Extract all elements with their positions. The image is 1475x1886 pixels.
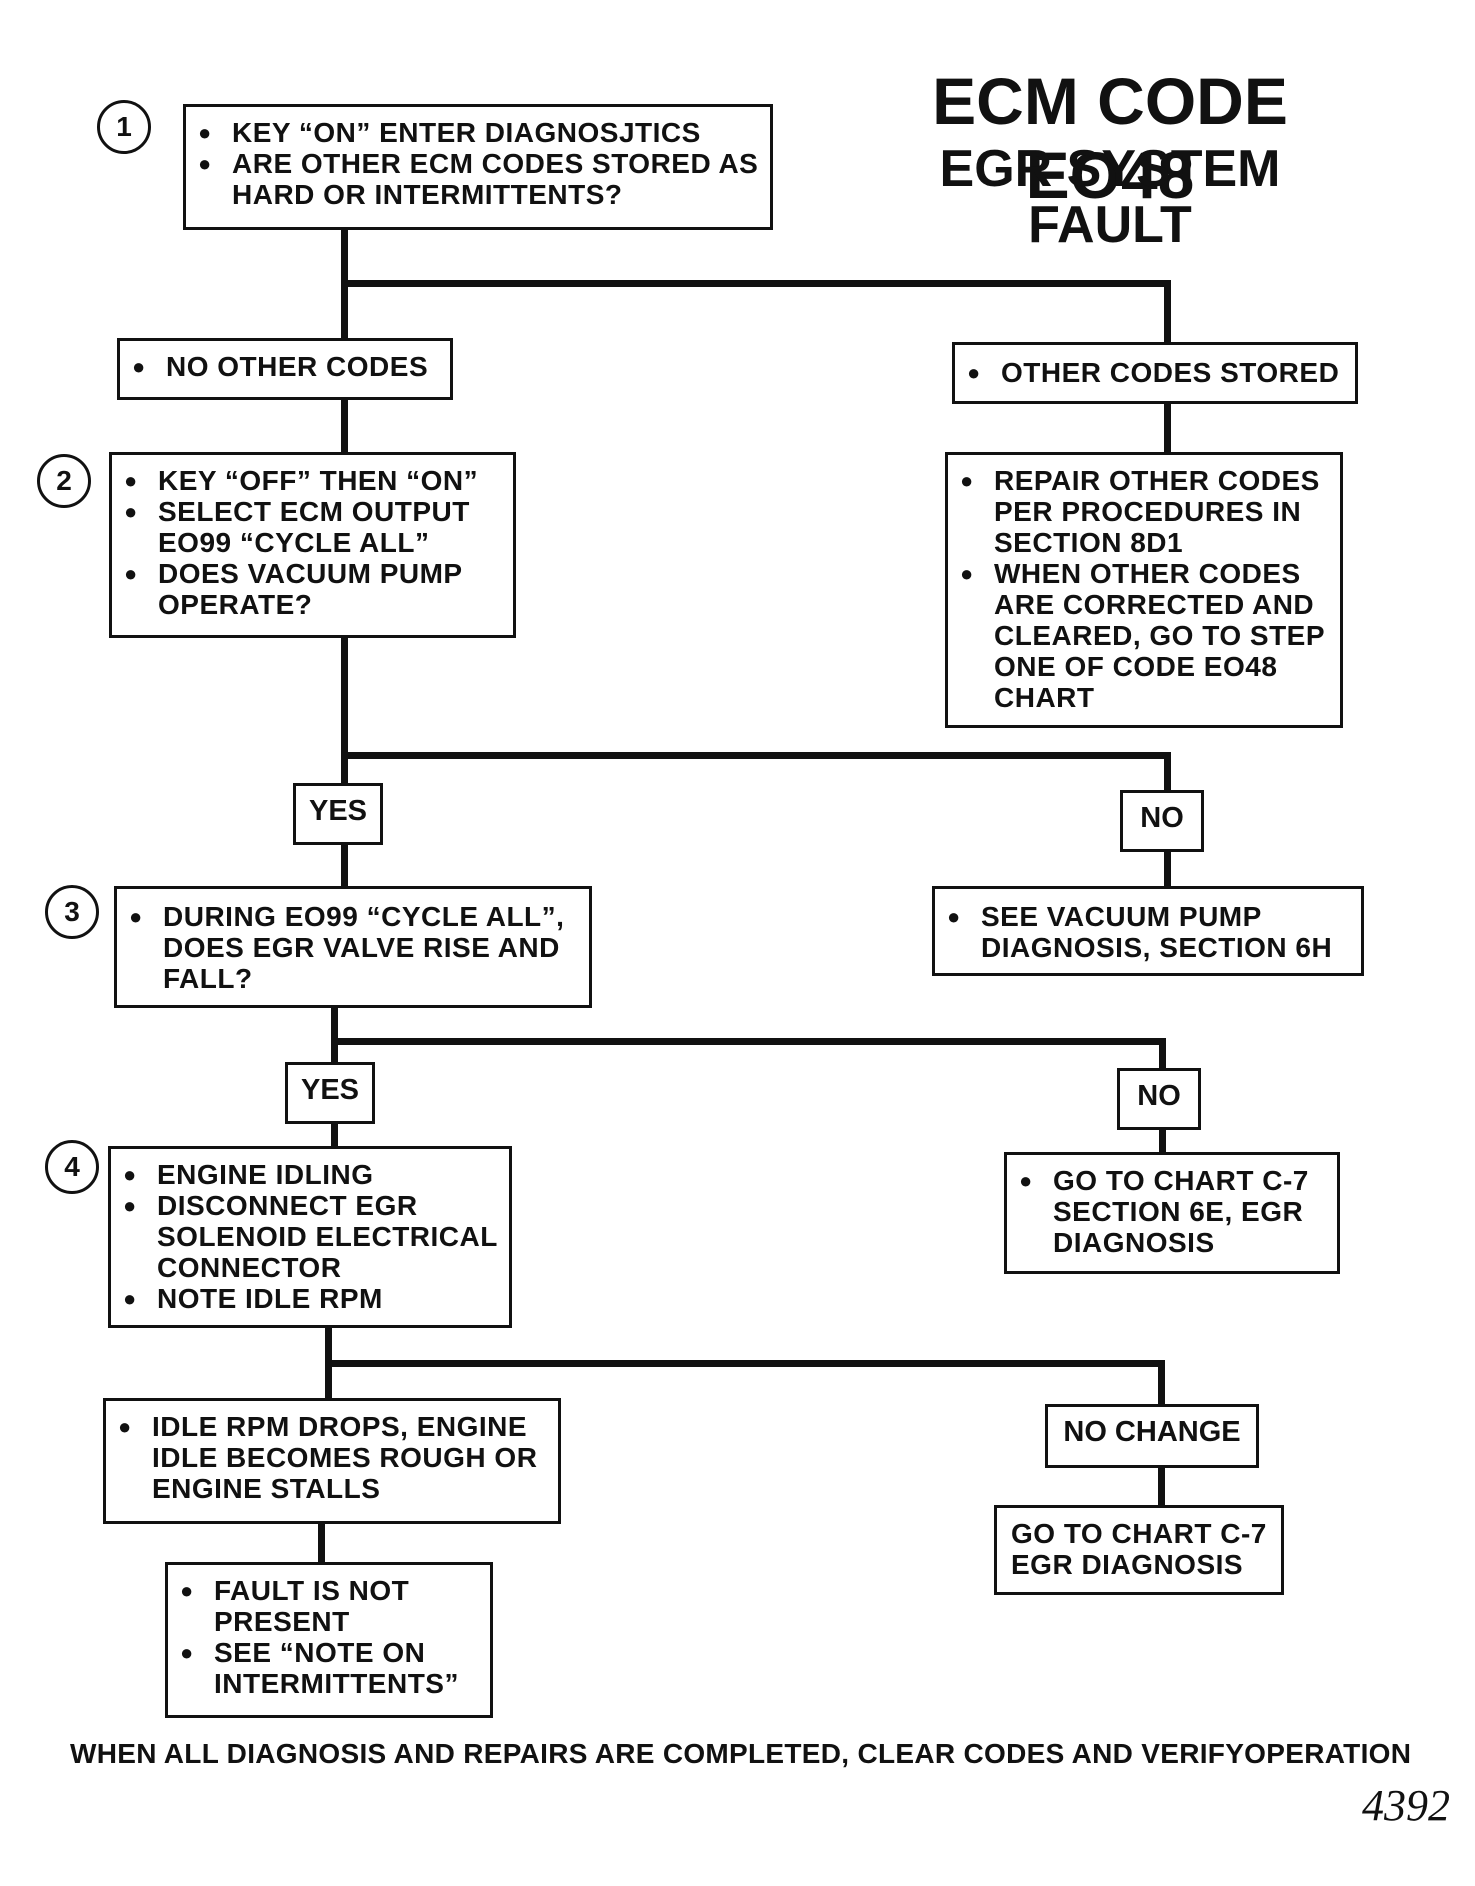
- connector: [331, 1038, 1166, 1045]
- step-2-item: KEY “OFF” THEN “ON”: [112, 465, 505, 496]
- chart-subtitle-1: EGR SYSTEM: [939, 140, 1281, 198]
- step-4-item: DISCONNECT EGR SOLENOID ELECTRICAL CONNE…: [111, 1190, 501, 1283]
- step-number-4: 4: [45, 1140, 99, 1194]
- no-other-codes-box: NO OTHER CODES: [117, 338, 453, 400]
- repair-other-codes-item: REPAIR OTHER CODES PER PROCEDURES IN SEC…: [948, 465, 1332, 558]
- idle-drops-box: IDLE RPM DROPS, ENGINE IDLE BECOMES ROUG…: [103, 1398, 561, 1524]
- chart-subtitle-2: FAULT: [1028, 196, 1192, 254]
- step-1-item: ARE OTHER ECM CODES STORED AS HARD OR IN…: [186, 148, 760, 210]
- connector: [341, 638, 348, 888]
- connector: [1159, 1038, 1166, 1068]
- step-number-2: 2: [37, 454, 91, 508]
- connector: [1164, 850, 1171, 886]
- step-4-box: ENGINE IDLING DISCONNECT EGR SOLENOID EL…: [108, 1146, 512, 1328]
- other-codes-stored-label: OTHER CODES STORED: [955, 357, 1347, 388]
- vacuum-pump-item: SEE VACUUM PUMP DIAGNOSIS, SECTION 6H: [935, 901, 1353, 963]
- connector: [331, 1005, 338, 1261]
- connector: [1158, 1360, 1165, 1406]
- connector: [341, 400, 348, 452]
- step-4-item: ENGINE IDLING: [111, 1159, 501, 1190]
- connector: [341, 752, 1171, 759]
- chart-c7-egr-diagnosis-box: GO TO CHART C-7 EGR DIAGNOSIS: [994, 1505, 1284, 1595]
- idle-drops-item: IDLE RPM DROPS, ENGINE IDLE BECOMES ROUG…: [106, 1411, 550, 1504]
- repair-other-codes-item: WHEN OTHER CODES ARE CORRECTED AND CLEAR…: [948, 558, 1332, 713]
- connector: [1159, 1124, 1166, 1156]
- footer-note: WHEN ALL DIAGNOSIS AND REPAIRS ARE COMPL…: [70, 1738, 1412, 1769]
- step-3-box: DURING EO99 “CYCLE ALL”, DOES EGR VALVE …: [114, 886, 592, 1008]
- step-4-item: NOTE IDLE RPM: [111, 1283, 501, 1314]
- connector: [341, 280, 1171, 287]
- vacuum-pump-box: SEE VACUUM PUMP DIAGNOSIS, SECTION 6H: [932, 886, 1364, 976]
- no-change-label: NO CHANGE: [1045, 1404, 1259, 1468]
- connector: [1164, 404, 1171, 452]
- fault-not-present-item: FAULT IS NOT PRESENT: [168, 1575, 482, 1637]
- yes-label-step-3: YES: [285, 1062, 375, 1124]
- no-label-step-2: NO: [1120, 790, 1204, 852]
- connector: [318, 1522, 325, 1562]
- step-2-item: SELECT ECM OUTPUT EO99 “CYCLE ALL”: [112, 496, 505, 558]
- step-2-box: KEY “OFF” THEN “ON” SELECT ECM OUTPUT EO…: [109, 452, 516, 638]
- no-other-codes-label: NO OTHER CODES: [120, 351, 442, 382]
- repair-other-codes-box: REPAIR OTHER CODES PER PROCEDURES IN SEC…: [945, 452, 1343, 728]
- step-1-box: KEY “ON” ENTER DIAGNOSJTICS ARE OTHER EC…: [183, 104, 773, 230]
- chart-c7-section-6e-item: GO TO CHART C-7 SECTION 6E, EGR DIAGNOSI…: [1007, 1165, 1329, 1258]
- step-3-item: DURING EO99 “CYCLE ALL”, DOES EGR VALVE …: [117, 901, 581, 994]
- connector: [1164, 752, 1171, 790]
- no-label-step-3: NO: [1117, 1068, 1201, 1130]
- chart-title: ECM CODE EO48: [932, 64, 1288, 212]
- step-1-item: KEY “ON” ENTER DIAGNOSJTICS: [186, 117, 760, 148]
- fault-not-present-item: SEE “NOTE ON INTERMITTENTS”: [168, 1637, 482, 1699]
- yes-label-step-2: YES: [293, 783, 383, 845]
- step-number-3: 3: [45, 885, 99, 939]
- step-number-1: 1: [97, 100, 151, 154]
- step-2-item: DOES VACUUM PUMP OPERATE?: [112, 558, 505, 620]
- fault-not-present-box: FAULT IS NOT PRESENT SEE “NOTE ON INTERM…: [165, 1562, 493, 1718]
- other-codes-stored-box: OTHER CODES STORED: [952, 342, 1358, 404]
- connector: [325, 1360, 1165, 1367]
- connector: [1164, 280, 1171, 342]
- chart-c7-section-6e-box: GO TO CHART C-7 SECTION 6E, EGR DIAGNOSI…: [1004, 1152, 1340, 1274]
- page-number: 4392: [1362, 1781, 1450, 1830]
- connector: [1158, 1466, 1165, 1506]
